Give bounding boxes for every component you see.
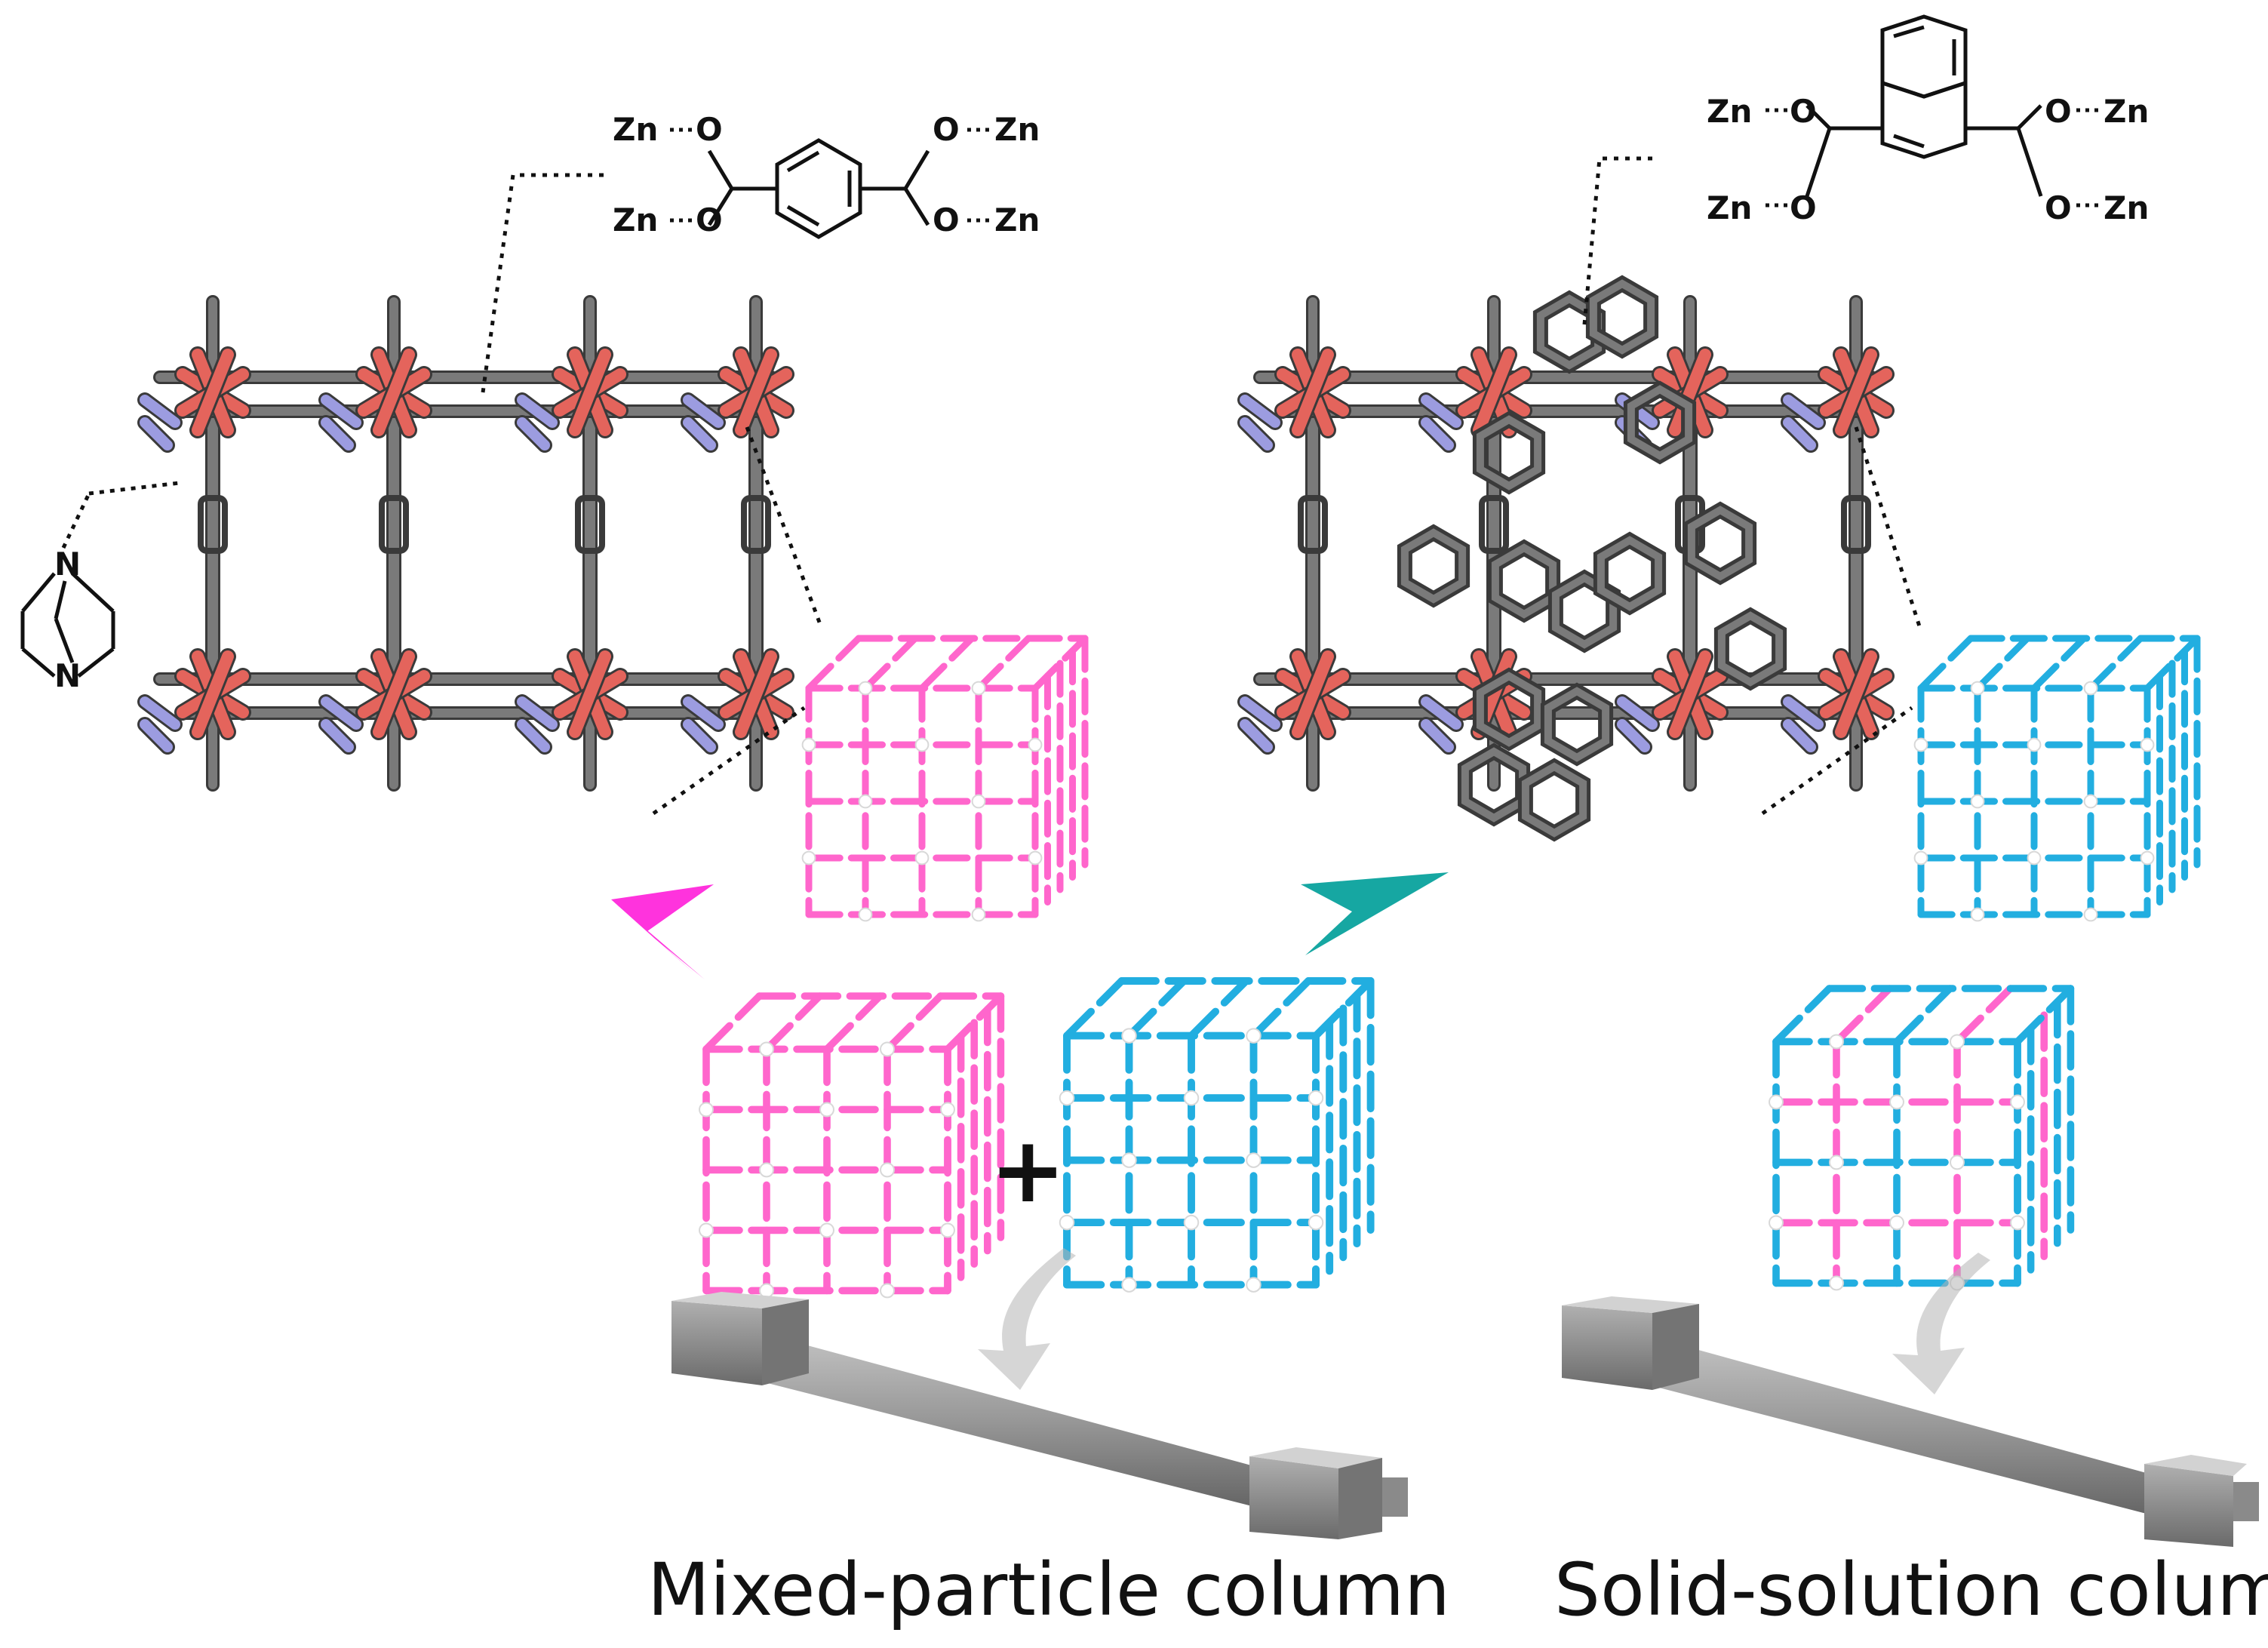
hplc-column-icon bbox=[1562, 1296, 2259, 1547]
zn-label: Zn bbox=[2104, 189, 2149, 226]
oxygen-label: O bbox=[1790, 189, 1817, 226]
mixed-particle-caption: Mixed-particle column bbox=[647, 1548, 1450, 1632]
curved-arrow-icon bbox=[978, 1248, 1076, 1390]
oxygen-label: O bbox=[2045, 93, 2072, 130]
framework-dmof-dm bbox=[1237, 295, 1895, 792]
dmof-dm-particle-cube bbox=[1059, 977, 1375, 1293]
naphthalenedicarboxylate-structure: Zn O Zn O O Zn O Zn bbox=[1707, 14, 2149, 226]
nitrogen-label: N bbox=[54, 657, 81, 694]
dmof-dm-crystal-cube bbox=[1913, 635, 2201, 922]
zn-label: Zn bbox=[613, 201, 658, 238]
oxygen-label: O bbox=[933, 111, 960, 148]
arrow-icon bbox=[611, 884, 714, 979]
dmof-1-crystal-cube bbox=[801, 635, 1089, 922]
zn-label: Zn bbox=[613, 111, 658, 148]
nitrogen-label: N bbox=[54, 546, 81, 583]
zn-label: Zn bbox=[994, 111, 1040, 148]
hplc-column-icon bbox=[671, 1292, 1408, 1539]
oxygen-label: O bbox=[696, 201, 723, 238]
dmof-1-particle-cube bbox=[699, 992, 1005, 1299]
terephthalate-structure: Zn O Zn O O Zn O Zn bbox=[613, 111, 1040, 239]
zn-label: Zn bbox=[1707, 93, 1752, 130]
framework-dmof-1 bbox=[137, 295, 794, 792]
zn-label: Zn bbox=[2104, 93, 2149, 130]
oxygen-label: O bbox=[696, 111, 723, 148]
arrow-icon bbox=[1301, 872, 1449, 955]
oxygen-label: O bbox=[2045, 189, 2072, 226]
oxygen-label: O bbox=[933, 201, 960, 238]
oxygen-label: O bbox=[1790, 93, 1817, 130]
solid-solution-cube bbox=[1769, 985, 2075, 1291]
plus-sign: + bbox=[990, 1118, 1066, 1223]
zn-label: Zn bbox=[994, 201, 1040, 238]
dabco-structure: N N bbox=[20, 481, 180, 694]
naphthalene-linkers bbox=[1397, 275, 1787, 842]
curved-arrow-icon bbox=[1892, 1253, 1990, 1394]
leader-lines bbox=[481, 156, 1922, 816]
zn-label: Zn bbox=[1707, 189, 1752, 226]
solid-solution-caption: Solid-solution column bbox=[1554, 1548, 2268, 1632]
